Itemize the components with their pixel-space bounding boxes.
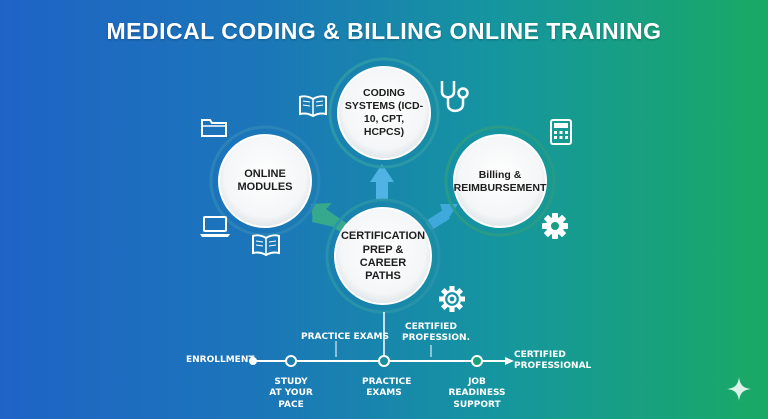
node-certification: CERTIFICATION PREP & CAREER PATHS: [340, 230, 426, 283]
open-book-icon: [299, 95, 327, 117]
circle-certification: [325, 198, 441, 314]
circle-billing: [444, 125, 556, 237]
timeline-label-job-readiness: JOB READINESS SUPPORT: [448, 377, 506, 410]
timeline-label-practice-exams-top: PRACTICE EXAMS: [301, 332, 389, 342]
timeline-node-job: [471, 355, 483, 367]
timeline-label-study: STUDY AT YOUR PACE: [269, 377, 313, 410]
calculator-icon: [550, 119, 572, 145]
node-billing-reimbursement: Billing & REIMBURSEMENT: [453, 169, 547, 194]
gear-icon: [439, 286, 465, 312]
timeline-label-certified-profession: CERTIFIED PROFESSION.: [402, 322, 470, 344]
page-title: MEDICAL CODING & BILLING ONLINE TRAINING: [106, 18, 662, 44]
timeline: [249, 312, 514, 367]
circle-coding: [328, 57, 440, 169]
timeline-label-enrollment: ENROLLMENT: [186, 355, 255, 365]
gear-icon: [542, 213, 568, 239]
arrow-up: [370, 164, 394, 200]
timeline-label-certified-professional: CERTIFIED PROFESSIONAL: [514, 350, 592, 372]
timeline-node-study: [285, 355, 297, 367]
stethoscope-icon: [440, 81, 469, 113]
node-coding-systems: CODING SYSTEMS (ICD-10, CPT, HCPCS): [344, 87, 424, 138]
timeline-dot-enrollment: [249, 357, 257, 365]
timeline-node-practice: [378, 355, 390, 367]
folder-icon: [201, 119, 227, 137]
open-book-icon: [252, 234, 280, 256]
node-online-modules: ONLINE MODULES: [237, 167, 293, 193]
timeline-label-practice-exams-bottom: PRACTICE EXAMS: [362, 377, 412, 399]
sparkle-icon: [727, 377, 751, 401]
laptop-icon: [200, 216, 230, 237]
circle-modules: [209, 125, 321, 237]
